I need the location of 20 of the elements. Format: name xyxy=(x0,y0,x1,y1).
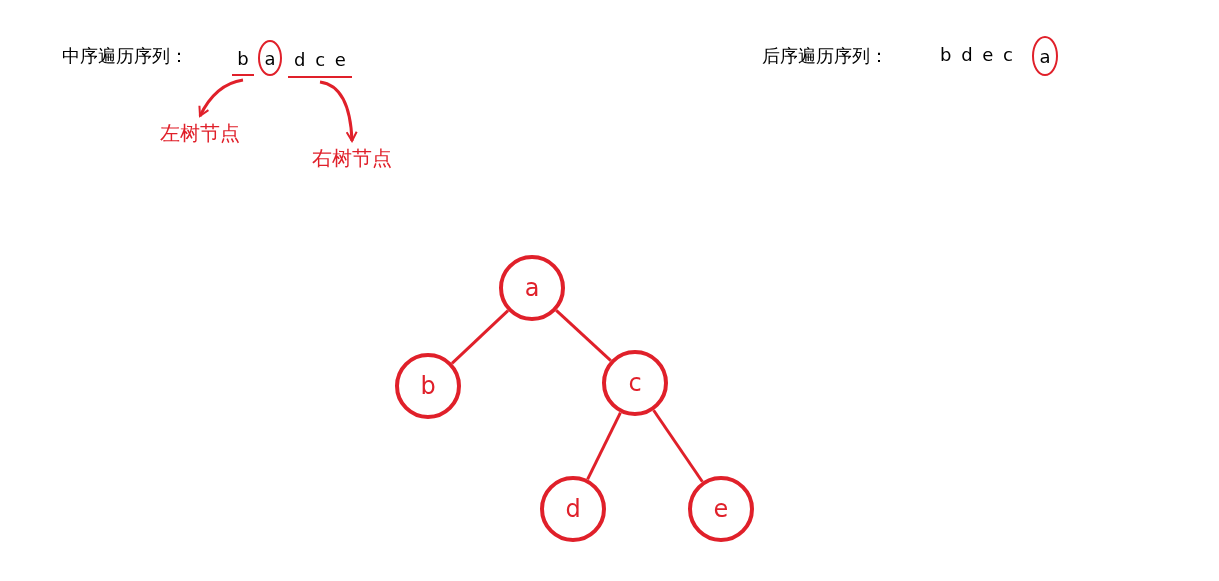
sequence-label: 后序遍历序列： xyxy=(762,44,888,68)
underlined-letters: d c e xyxy=(288,42,352,78)
annotation-text: 左树节点 xyxy=(150,118,250,148)
tree-branch-line xyxy=(555,309,612,362)
sequence-label: 中序遍历序列： xyxy=(62,44,188,68)
tree-node-circle: e xyxy=(688,476,754,542)
tree-branch-line xyxy=(586,411,622,481)
underlined-letter: b xyxy=(232,42,254,76)
tree-node-circle: a xyxy=(499,255,565,321)
tree-node-circle: b xyxy=(395,353,461,419)
circled-letter: a xyxy=(258,40,282,76)
circled-letter: a xyxy=(1032,36,1058,76)
curved-arrow xyxy=(198,78,244,117)
tree-branch-line xyxy=(451,309,509,365)
tree-node-circle: c xyxy=(602,350,668,416)
tree-node-circle: d xyxy=(540,476,606,542)
sequence-text: b d e c xyxy=(940,44,1013,65)
annotation-text: 右树节点 xyxy=(302,143,402,173)
curved-arrow xyxy=(319,80,358,142)
tree-branch-line xyxy=(652,409,704,483)
